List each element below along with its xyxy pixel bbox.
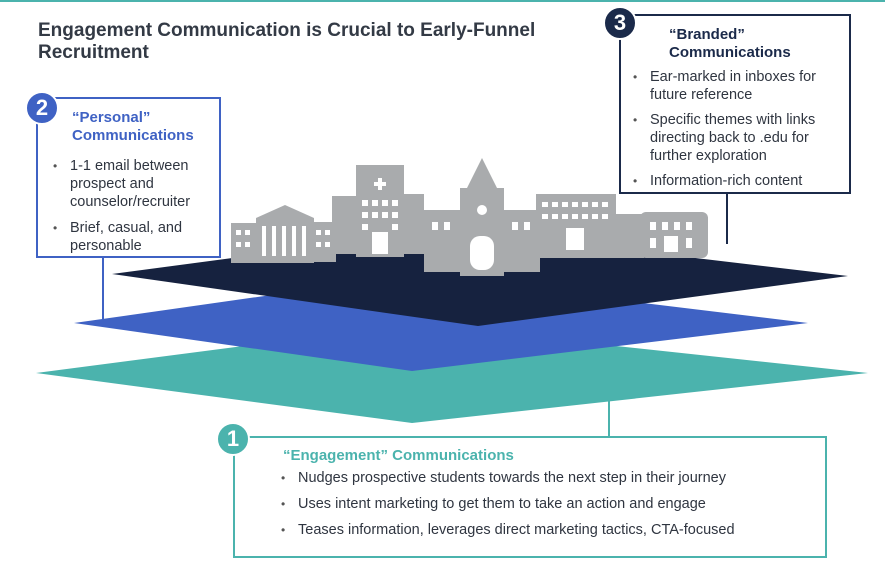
list-item: Uses intent marketing to get them to tak…	[278, 495, 818, 513]
personal-communications-box: “Personal” Communications 1-1 email betw…	[36, 97, 221, 258]
list-item: Teases information, leverages direct mar…	[278, 521, 818, 539]
building-church-left	[424, 210, 460, 272]
list-item: Ear-marked in inboxes for future referen…	[630, 68, 852, 104]
top-accent-line	[0, 0, 885, 2]
engagement-layer	[36, 324, 868, 423]
list-item: Information-rich content	[630, 172, 852, 190]
building-right-wing	[310, 222, 336, 262]
engagement-heading: “Engagement” Communications	[283, 447, 514, 464]
building-museum-roof	[256, 205, 314, 218]
building-hospital-side-right	[400, 194, 424, 254]
personal-heading: “Personal” Communications	[72, 109, 194, 144]
list-item: Brief, casual, and personable	[50, 219, 222, 255]
branded-bullet-list: Ear-marked in inboxes for future referen…	[630, 68, 852, 197]
building-church-spire	[466, 158, 498, 190]
list-item: Specific themes with links directing bac…	[630, 111, 852, 165]
building-hospital-side	[332, 196, 356, 254]
list-item: 1-1 email between prospect and counselor…	[50, 157, 222, 211]
personal-layer	[74, 275, 808, 371]
page-title: Engagement Communication is Crucial to E…	[38, 20, 536, 63]
branded-heading: “Branded” Communications	[669, 26, 791, 61]
number-badge-1: 1	[216, 422, 250, 456]
personal-bullet-list: 1-1 email between prospect and counselor…	[50, 157, 222, 263]
engagement-communications-box: “Engagement” Communications Nudges prosp…	[233, 436, 827, 558]
engagement-bullet-list: Nudges prospective students towards the …	[278, 469, 818, 547]
number-badge-3: 3	[603, 6, 637, 40]
building-church-right	[504, 210, 540, 272]
branded-communications-box: “Branded” Communications Ear-marked in i…	[619, 14, 851, 194]
list-item: Nudges prospective students towards the …	[278, 469, 818, 487]
building-annex	[612, 214, 644, 258]
number-badge-2: 2	[25, 91, 59, 125]
